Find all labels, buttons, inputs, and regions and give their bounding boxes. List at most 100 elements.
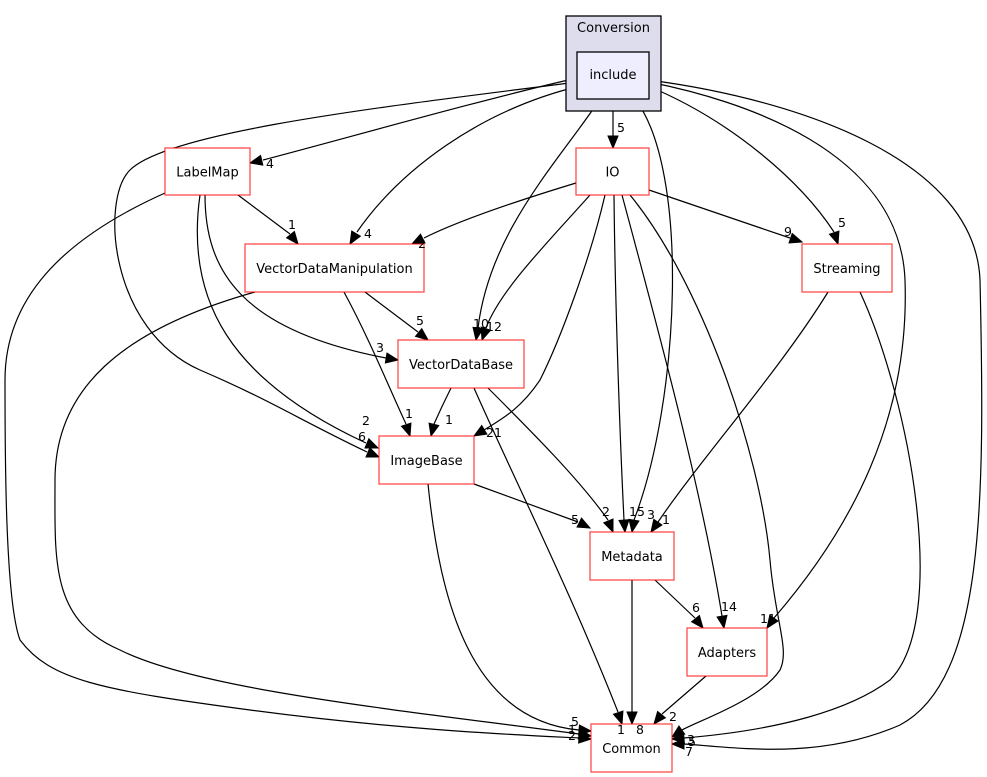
edge-vector-data-base-to-metadata-arrowhead <box>602 518 614 534</box>
edge-io-to-streaming-count-label[interactable]: 9 <box>784 224 792 239</box>
edge-io-to-adapters[interactable] <box>621 194 728 630</box>
node-vector-data-manipulation[interactable]: VectorDataManipulation <box>244 243 425 293</box>
edge-include-to-image-base[interactable] <box>114 81 578 458</box>
edge-label-map-to-common-count-label[interactable]: 2 <box>568 728 576 743</box>
edge-vector-data-manipulation-to-common-count-label[interactable]: 1 <box>568 722 576 737</box>
edge-io-to-vector-data-base-count-label[interactable]: 12 <box>486 319 502 334</box>
edge-label-map-to-vector-data-base-count-label[interactable]: 3 <box>376 340 384 355</box>
edge-io-to-image-base[interactable] <box>472 194 606 437</box>
edge-include-to-streaming[interactable] <box>647 85 840 246</box>
edge-image-base-to-common[interactable] <box>427 483 593 736</box>
edge-vector-data-manipulation-to-image-base-arrowhead <box>400 422 412 438</box>
edge-image-base-to-metadata[interactable] <box>473 483 592 529</box>
edge-label-map-to-vector-data-manipulation-count-label[interactable]: 1 <box>288 217 296 232</box>
edge-streaming-to-common[interactable] <box>670 291 921 744</box>
edge-vector-data-base-to-image-base[interactable] <box>428 387 452 438</box>
edge-include-to-vector-data-base-count-label[interactable]: 10 <box>473 316 489 331</box>
edge-include-to-streaming-arrowhead <box>828 230 840 246</box>
node-io[interactable]: IO <box>575 147 650 196</box>
edge-include-to-streaming-count-label[interactable]: 5 <box>838 215 846 230</box>
edge-vector-data-manipulation-to-vector-data-base-count-label[interactable]: 5 <box>416 313 424 328</box>
edge-include-to-adapters[interactable] <box>648 81 906 630</box>
edge-include-to-label-map-count-label[interactable]: 4 <box>266 156 274 171</box>
nodes-layer: LabelMap IO VectorDataManipulation Streamin… <box>164 147 893 773</box>
edge-include-to-vector-data-base[interactable] <box>472 98 601 342</box>
edge-io-to-vector-data-manipulation-line <box>423 182 577 239</box>
node-vector-data-base[interactable]: VectorDataBase <box>397 339 525 389</box>
edge-label-map-to-vector-data-base[interactable] <box>204 194 400 364</box>
edge-vector-data-base-to-common-count-label[interactable]: 1 <box>617 722 625 737</box>
edge-metadata-to-adapters[interactable] <box>654 579 704 630</box>
node-label-map[interactable]: LabelMap <box>164 147 251 196</box>
edge-vector-data-manipulation-to-image-base[interactable] <box>343 291 412 438</box>
edge-vector-data-manipulation-to-image-base-line <box>343 291 407 425</box>
edge-io-to-image-base-line <box>483 194 606 431</box>
edge-label-map-to-image-base-count-label[interactable]: 2 <box>362 413 370 428</box>
edge-include-to-io-count-label[interactable]: 5 <box>617 120 625 135</box>
node-adapters[interactable]: Adapters <box>686 627 768 677</box>
edge-include-to-common-count-label[interactable]: 7 <box>685 744 693 759</box>
edge-label-map-to-vector-data-base-arrowhead <box>384 352 400 364</box>
edge-vector-data-base-to-metadata[interactable] <box>487 387 614 534</box>
edge-include-to-image-base-count-label[interactable]: 6 <box>358 429 366 444</box>
edge-io-to-streaming-line <box>648 189 791 239</box>
edge-vector-data-base-to-image-base-count-label[interactable]: 1 <box>445 412 453 427</box>
edge-include-to-vector-data-manipulation-count-label[interactable]: 4 <box>364 226 372 241</box>
edge-io-to-metadata-arrowhead <box>618 519 630 534</box>
edge-streaming-to-metadata[interactable] <box>650 291 829 534</box>
edge-image-base-to-metadata-arrowhead <box>576 517 592 529</box>
edge-vector-data-base-to-metadata-count-label[interactable]: 2 <box>602 504 610 519</box>
edge-label-map-to-image-base[interactable] <box>196 194 380 449</box>
edge-io-to-common-count-label[interactable]: 3 <box>687 732 695 747</box>
edge-label-map-to-vector-data-manipulation[interactable] <box>237 194 299 246</box>
node-image-base[interactable]: ImageBase <box>378 435 475 485</box>
edge-include-to-adapters-line <box>648 81 906 619</box>
edge-label-map-to-vector-data-manipulation-line <box>237 194 291 235</box>
edge-io-to-vector-data-manipulation[interactable] <box>410 182 577 245</box>
edge-include-to-vector-data-manipulation[interactable] <box>349 85 581 246</box>
edge-io-to-metadata-line <box>613 194 625 521</box>
edge-io-to-adapters-line <box>621 194 723 617</box>
edge-include-to-metadata-line <box>633 98 674 521</box>
edge-include-to-label-map[interactable] <box>248 77 578 166</box>
edge-io-to-vector-data-manipulation-count-label[interactable]: 2 <box>418 236 426 251</box>
edge-include-to-label-map-arrowhead <box>248 154 264 166</box>
edge-io-to-vector-data-base[interactable] <box>480 194 591 342</box>
edge-vector-data-base-to-common[interactable] <box>473 387 624 726</box>
edge-include-to-label-map-line <box>262 77 578 161</box>
edge-io-to-metadata[interactable] <box>613 194 630 534</box>
cluster-label: Conversion <box>577 21 650 36</box>
edge-include-to-metadata-count-label[interactable]: 3 <box>647 507 655 522</box>
edge-metadata-to-common[interactable] <box>626 580 638 726</box>
edge-include-to-io-arrowhead <box>607 135 619 150</box>
edge-metadata-to-adapters-count-label[interactable]: 6 <box>692 600 700 615</box>
node-include-box <box>576 51 650 100</box>
node-include[interactable]: include <box>576 51 650 100</box>
node-io-box <box>575 147 650 196</box>
edge-streaming-to-metadata-arrowhead <box>650 518 663 534</box>
edge-label-map-to-common-line <box>4 192 580 739</box>
edge-adapters-to-common-count-label[interactable]: 2 <box>669 709 677 724</box>
edge-io-to-metadata-count-label[interactable]: 15 <box>629 504 645 519</box>
edge-image-base-to-metadata-count-label[interactable]: 5 <box>571 512 579 527</box>
edge-streaming-to-metadata-count-label[interactable]: 1 <box>662 512 670 527</box>
node-common[interactable]: Common <box>590 723 673 773</box>
edge-io-to-streaming[interactable] <box>648 189 804 244</box>
edge-include-to-metadata[interactable] <box>628 98 674 534</box>
edge-image-base-to-common-count-label[interactable]: 5 <box>571 714 579 729</box>
edge-io-to-image-base-count-label[interactable]: 21 <box>486 425 502 440</box>
edge-streaming-to-common-count-label[interactable]: 5 <box>688 734 696 749</box>
edge-metadata-to-adapters-line <box>654 579 696 619</box>
node-metadata[interactable]: Metadata <box>589 531 675 581</box>
node-common-box <box>590 723 673 773</box>
node-streaming[interactable]: Streaming <box>801 243 893 293</box>
edge-streaming-to-metadata-line <box>657 291 829 523</box>
edge-metadata-to-common-count-label[interactable]: 8 <box>636 722 644 737</box>
node-vector-data-manipulation-label: VectorDataManipulation <box>256 262 412 277</box>
node-label-map-label: LabelMap <box>176 166 239 181</box>
edge-io-to-adapters-count-label[interactable]: 14 <box>721 599 737 614</box>
edge-adapters-to-common[interactable] <box>653 675 707 726</box>
edge-vector-data-manipulation-to-vector-data-base[interactable] <box>364 291 430 341</box>
edge-vector-data-manipulation-to-image-base-count-label[interactable]: 1 <box>405 406 413 421</box>
edge-include-to-adapters-count-label[interactable]: 11 <box>760 611 776 626</box>
